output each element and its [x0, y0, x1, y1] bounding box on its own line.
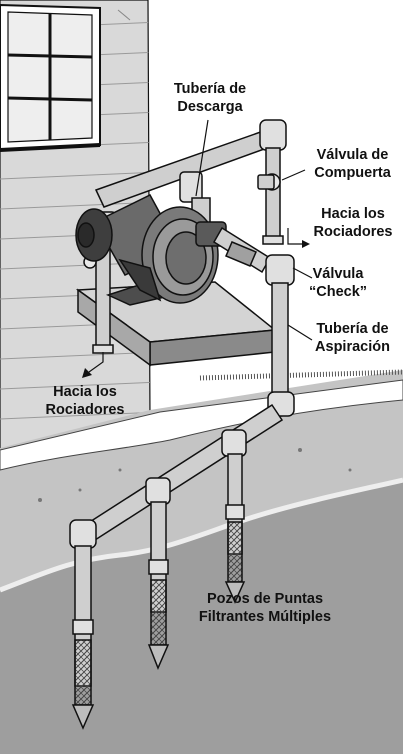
label-line: Pozos de Puntas — [206, 591, 324, 607]
wellpoint-3 — [224, 453, 246, 604]
label-check-valve: Válvula “Check” — [303, 265, 373, 301]
label-line: Compuerta — [314, 165, 391, 181]
leader-lines — [88, 119, 313, 373]
label-line: Rociadores — [313, 224, 393, 240]
wellpoint-manifold — [69, 403, 284, 549]
arrowheads — [82, 240, 310, 378]
label-line: Tubería de — [173, 81, 247, 97]
label-line: Válvula de — [316, 147, 389, 163]
label-to-sprinklers-left: Hacia los Rociadores — [40, 383, 130, 419]
label-line: “Check” — [308, 284, 368, 300]
suction-pipes — [212, 226, 295, 417]
wellpoint-2 — [147, 501, 170, 670]
wellpoint-1 — [71, 545, 95, 730]
label-line: Filtrantes Múltiples — [198, 609, 332, 625]
pump — [75, 194, 227, 306]
label-line: Hacia los — [321, 206, 385, 222]
label-line: Rociadores — [45, 402, 125, 418]
label-discharge-pipe: Tubería de Descarga — [160, 80, 260, 116]
label-line: Válvula — [312, 266, 364, 282]
house-window — [0, 3, 101, 152]
label-line: Tubería de — [316, 321, 389, 337]
label-line: Aspiración — [315, 339, 390, 355]
label-to-sprinklers-right: Hacia los Rociadores — [308, 205, 398, 241]
label-line: Descarga — [177, 99, 243, 115]
label-wellpoints: Pozos de Puntas Filtrantes Múltiples — [185, 590, 345, 626]
label-gate-valve: Válvula de Compuerta — [305, 146, 400, 182]
label-suction-pipe: Tubería de Aspiración — [305, 320, 400, 356]
label-line: Hacia los — [53, 384, 117, 400]
soil-section — [0, 448, 403, 754]
